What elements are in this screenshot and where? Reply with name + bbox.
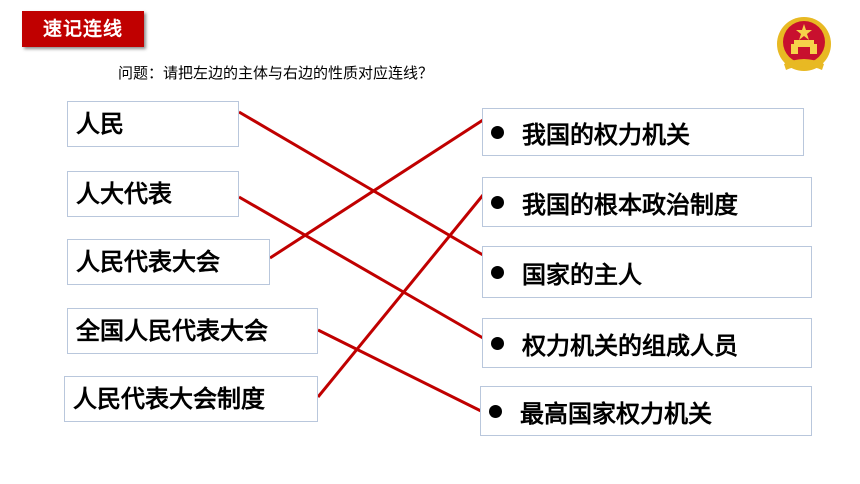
left-item-label: 人民: [76, 110, 124, 138]
right-item-component-members[interactable]: 权力机关的组成人员: [482, 318, 812, 368]
right-item-label: 我国的权力机关: [522, 120, 690, 149]
connection-line: [317, 328, 484, 414]
right-item-label: 最高国家权力机关: [520, 399, 712, 428]
left-item-npc-deputies[interactable]: 人大代表: [67, 171, 239, 217]
right-item-power-organ[interactable]: 我国的权力机关: [482, 108, 804, 156]
right-item-highest-power-organ[interactable]: 最高国家权力机关: [480, 386, 812, 436]
bullet-dot-icon: [491, 265, 504, 279]
connection-line: [238, 195, 484, 340]
right-item-label: 国家的主人: [522, 260, 642, 289]
bullet-dot-icon: [491, 125, 504, 139]
bullet-dot-icon: [491, 336, 504, 350]
section-tag: 速记连线: [22, 11, 144, 47]
right-item-label: 权力机关的组成人员: [522, 331, 738, 360]
connection-line: [238, 110, 484, 257]
left-item-label: 人民代表大会: [76, 248, 220, 276]
right-item-label: 我国的根本政治制度: [522, 190, 738, 219]
left-item-label: 全国人民代表大会: [76, 317, 268, 345]
connection-line: [316, 194, 485, 398]
right-item-masters-of-country[interactable]: 国家的主人: [482, 246, 812, 298]
left-item-people[interactable]: 人民: [67, 101, 239, 147]
left-item-label: 人大代表: [76, 180, 172, 208]
bullet-dot-icon: [489, 404, 502, 418]
bullet-dot-icon: [491, 195, 504, 209]
left-item-peoples-congress-system[interactable]: 人民代表大会制度: [64, 376, 318, 422]
question-text: 问题：请把左边的主体与右边的性质对应连线？: [118, 64, 434, 82]
left-item-national-peoples-congress[interactable]: 全国人民代表大会: [67, 308, 318, 354]
right-item-fundamental-system[interactable]: 我国的根本政治制度: [482, 177, 812, 227]
left-item-peoples-congress[interactable]: 人民代表大会: [67, 239, 270, 285]
national-emblem-icon: [777, 17, 831, 71]
connection-line: [269, 118, 484, 260]
left-item-label: 人民代表大会制度: [73, 385, 265, 413]
